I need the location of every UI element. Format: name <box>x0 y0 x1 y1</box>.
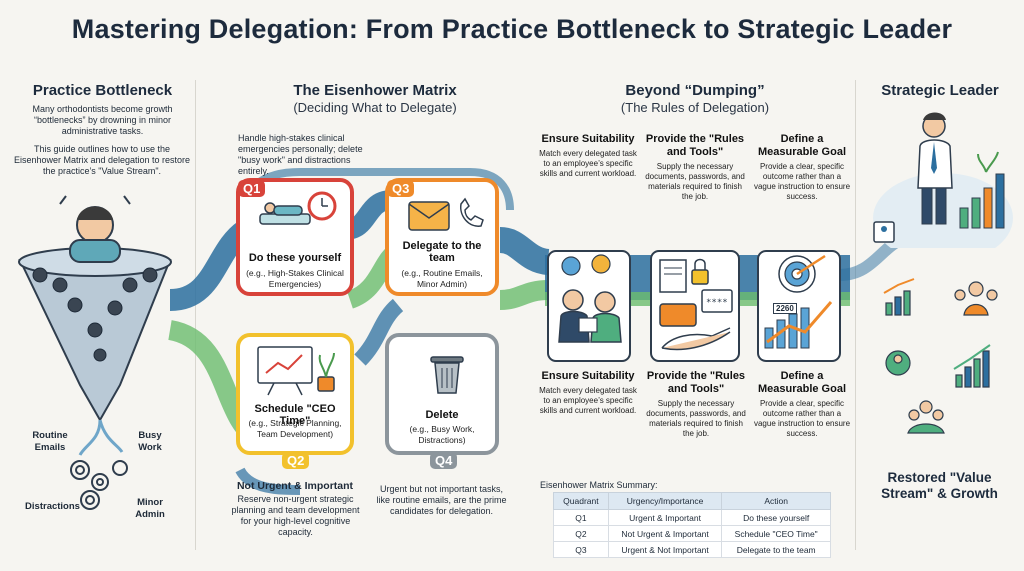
step-head: Provide the "Rules and Tools" <box>645 133 745 158</box>
label-minor-admin: Minor Admin <box>135 497 165 520</box>
summary-cell: Delegate to the team <box>721 541 831 558</box>
step-goal-top: Define a Measurable Goal Provide a clear… <box>752 133 852 202</box>
summary-cell: Urgent & Important <box>607 509 723 526</box>
summary-header: Action <box>721 492 831 510</box>
summary-cell: Q2 <box>553 525 609 542</box>
q2-example: (e.g., Strategic Planning, Team Developm… <box>248 418 342 439</box>
step-body: Match every delegated task to an employe… <box>539 386 637 415</box>
quadrant-q3-card: Delegate to the team (e.g., Routine Emai… <box>385 178 499 296</box>
summary-header: Urgency/Importance <box>607 492 723 510</box>
q4-title: Delete <box>425 409 459 421</box>
summary-cell: Urgent & Not Important <box>607 541 723 558</box>
step-body: Supply the necessary documents, password… <box>646 399 746 438</box>
step-suitability-top: Ensure Suitability Match every delegated… <box>538 133 638 179</box>
summary-cell: Q1 <box>553 509 609 526</box>
summary-cell: Q3 <box>553 541 609 558</box>
label-distractions: Distractions <box>25 501 80 512</box>
label-busy-work: Busy Work <box>138 430 162 453</box>
q1-badge: Q1 <box>238 180 266 197</box>
q4-example: (e.g., Busy Work, Distractions) <box>409 424 475 445</box>
summary-header: Quadrant <box>553 492 609 510</box>
bottleneck-intro: Many orthodontists become growth “bottle… <box>32 104 173 136</box>
q1-example: (e.g., High-Stakes Clinical Emergencies) <box>246 268 344 289</box>
q1-title: Do these yourself <box>248 252 342 264</box>
summary-caption: Eisenhower Matrix Summary: <box>540 480 658 490</box>
quadrant-q2-card: Schedule "CEO Time" (e.g., Strategic Pla… <box>236 333 354 455</box>
q2-badge: Q2 <box>282 452 310 469</box>
quadrant-q4-card: Delete (e.g., Busy Work, Distractions) <box>385 333 499 455</box>
goal-number: 2260 <box>773 303 797 314</box>
summary-cell: Do these yourself <box>721 509 831 526</box>
step-suitability-bottom: Ensure Suitability Match every delegated… <box>538 370 638 416</box>
summary-cell: Not Urgent & Important <box>607 525 723 542</box>
step-head: Define a Measurable Goal <box>757 370 847 395</box>
divider <box>855 80 856 550</box>
bottleneck-guide: This guide outlines how to use the Eisen… <box>13 144 191 176</box>
summary-cell: Schedule "CEO Time" <box>721 525 831 542</box>
svg-text:****: **** <box>706 298 728 308</box>
not-urgent-important-heading: Not Urgent & Important <box>236 480 354 492</box>
matrix-heading: The Eisenhower Matrix <box>293 82 457 99</box>
goal-illustration <box>757 250 841 362</box>
rules-heading: Beyond “Dumping” <box>625 82 765 99</box>
step-head: Define a Measurable Goal <box>757 133 847 158</box>
urgent-not-important-body: Urgent but not important tasks, like rou… <box>376 484 507 516</box>
suitability-illustration <box>547 250 631 362</box>
step-head: Ensure Suitability <box>541 133 635 145</box>
table-row: Q2 Not Urgent & Important Schedule "CEO … <box>553 525 831 542</box>
matrix-top-note: Handle high-stakes clinical emergencies … <box>238 133 363 176</box>
step-goal-bottom: Define a Measurable Goal Provide a clear… <box>752 370 852 439</box>
bottleneck-heading: Practice Bottleneck <box>32 82 173 99</box>
step-body: Match every delegated task to an employe… <box>539 149 637 178</box>
table-row: Q1 Urgent & Important Do these yourself <box>553 509 831 526</box>
step-head: Ensure Suitability <box>541 370 635 382</box>
step-body: Provide a clear, specific outcome rather… <box>753 162 851 201</box>
page-title: Mastering Delegation: From Practice Bott… <box>71 14 953 44</box>
leader-footer: Restored "Value Stream" & Growth <box>881 470 998 501</box>
divider <box>195 80 196 550</box>
q4-badge: Q4 <box>430 452 458 469</box>
leader-heading: Strategic Leader <box>881 82 999 99</box>
email-phone-icon <box>408 197 484 231</box>
step-body: Supply the necessary documents, password… <box>645 162 745 201</box>
strategy-board-icon <box>257 346 335 396</box>
clinic-bed-icon <box>259 191 337 225</box>
rules-subheading: (The Rules of Delegation) <box>620 100 770 115</box>
growth-icons-grid <box>883 278 998 434</box>
trash-icon <box>430 356 464 394</box>
table-row: Q3 Urgent & Not Important Delegate to th… <box>553 541 831 558</box>
not-urgent-important-body: Reserve non-urgent strategic planning an… <box>231 494 360 537</box>
rules-tools-illustration: **** <box>650 250 740 362</box>
matrix-subheading: (Deciding What to Delegate) <box>293 100 457 115</box>
q2-title: Schedule "CEO Time" <box>254 403 336 427</box>
q3-badge: Q3 <box>387 180 415 197</box>
documents-tools-icon: **** <box>659 258 733 351</box>
q3-title: Delegate to the team <box>402 240 482 264</box>
quadrant-q1-card: Do these yourself (e.g., High-Stakes Cli… <box>236 178 354 296</box>
step-body: Provide a clear, specific outcome rather… <box>753 399 851 438</box>
target-growth-icon <box>764 254 833 349</box>
label-routine-emails: Routine Emails <box>32 430 68 453</box>
bottleneck-funnel-illustration <box>18 195 172 510</box>
q3-example: (e.g., Routine Emails, Minor Admin) <box>401 268 483 289</box>
summary-table: Quadrant Urgency/Importance Action Q1 Ur… <box>553 492 831 558</box>
strategic-leader-illustration <box>873 112 1013 248</box>
step-rules-tools-bottom: Provide the "Rules and Tools" Supply the… <box>643 370 749 439</box>
step-head: Provide the "Rules and Tools" <box>646 370 746 395</box>
team-handoff-icon <box>558 254 622 343</box>
step-rules-tools-top: Provide the "Rules and Tools" Supply the… <box>643 133 747 202</box>
